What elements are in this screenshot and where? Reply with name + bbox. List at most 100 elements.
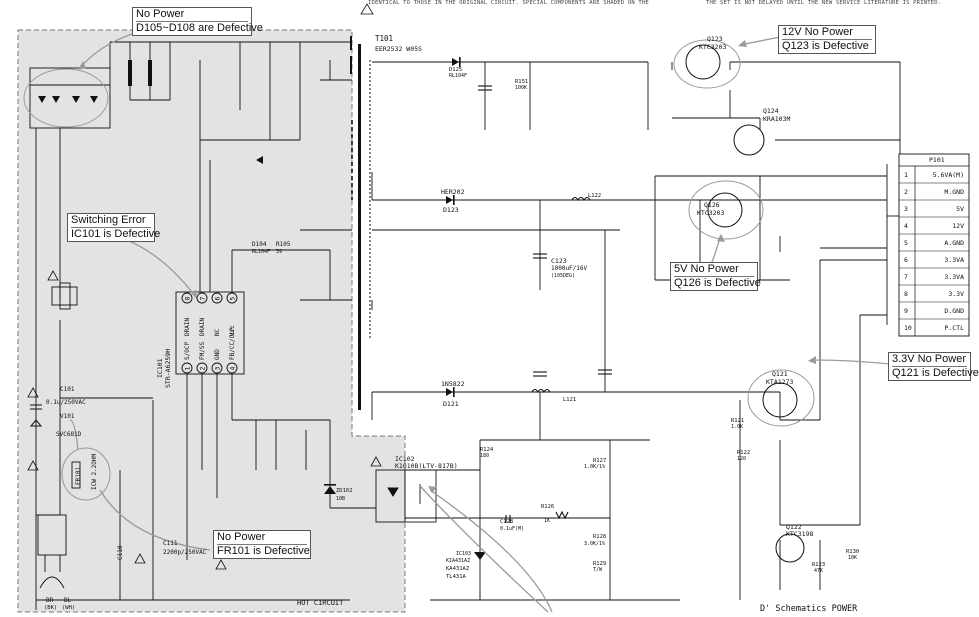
- connector-pin-label: 3.3VA: [944, 273, 964, 281]
- plug-bl: BL: [64, 597, 72, 604]
- transformer-label: T101: [375, 34, 393, 43]
- r128-value: 3.0K/1%: [584, 541, 605, 547]
- ic101-pin-label: FB/CC/OLP: [229, 327, 236, 360]
- transformer-t101: [350, 36, 371, 410]
- ic101-pin-circle: [181, 292, 193, 304]
- r124-label: R124: [480, 447, 494, 453]
- transformer-model: EER2532 W05S: [375, 45, 422, 53]
- connector-pin-number: 1: [904, 171, 908, 179]
- ic101-pin-circle: [211, 292, 223, 304]
- callout-q126-line2: Q126 is Defective: [674, 277, 761, 289]
- ic101-pin-circle: [226, 292, 238, 304]
- connector-pin-number: 3: [904, 205, 908, 213]
- r126-value: 1K: [544, 518, 550, 524]
- secondary-diodes: [256, 57, 461, 494]
- r105-label: R105: [276, 241, 291, 248]
- q126-label: Q126: [704, 201, 720, 209]
- r128-label: R128: [593, 534, 606, 540]
- connector-pin-label: 3.3V: [948, 290, 964, 298]
- header-note-right: THE SET IS NOT DELAYED UNTIL THE NEW SER…: [706, 0, 942, 6]
- callout-q123-line1: 12V No Power: [782, 26, 872, 40]
- q126-circle: [688, 180, 764, 240]
- callout-d105-line2: D105~D108 are Defective: [136, 22, 263, 34]
- v101-label: V101: [60, 413, 75, 420]
- ic101-model: STR-A6259H: [164, 349, 172, 388]
- r127-value: 1.0K/1%: [584, 464, 605, 470]
- c111-label: C111: [163, 540, 178, 547]
- fr101-circle: [61, 447, 111, 501]
- callout-q121-line1: 3.3V No Power: [892, 353, 967, 367]
- connector-pin-number: 4: [904, 222, 908, 230]
- ic101-pin-number: 2: [198, 367, 206, 371]
- transistors: [685, 44, 805, 563]
- ic101-pin-circle: [196, 362, 208, 374]
- component-labels: T101 EER2532 W05S HOT CIRCUIT D' Schemat…: [44, 34, 859, 614]
- r121-value: 1.0K: [731, 424, 743, 430]
- r130-label: R130: [846, 549, 859, 555]
- ic101-pin-circle: [181, 362, 193, 374]
- callout-q126: 5V No Power Q126 is Defective: [670, 262, 761, 291]
- callout-q121-line2: Q121 is Defective: [892, 367, 979, 379]
- fr101-value: ICW 2.2OHM: [91, 453, 98, 490]
- fuse-fr101: [71, 461, 81, 489]
- connector-pin-number: 8: [904, 290, 908, 298]
- ic103-model-1: KIA431AZ: [446, 558, 470, 564]
- r129-value: T/W: [593, 567, 603, 573]
- ic103-model-3: TL431A: [446, 574, 467, 580]
- header-note-left: IDENTICAL TO THOSE IN THE ORIGINAL CIRCU…: [368, 0, 649, 6]
- r126-label: R126: [541, 504, 554, 510]
- ic101-pin-number: 1: [183, 367, 191, 371]
- connector-pin-label: 3.3VA: [944, 256, 964, 264]
- zd102-label: ZD102: [336, 488, 353, 494]
- ic101-pin-circle: [226, 362, 238, 374]
- r151-label: R151: [515, 79, 528, 85]
- ic101-pin-label: GND: [214, 349, 221, 360]
- r151-value: 100K: [515, 85, 527, 91]
- ic101-pin-circle: [211, 362, 223, 374]
- ic101-pins: 8DRAIN7DRAIN6NC5Vcc1S/OCP2FM/SS3GND4FB/C…: [181, 292, 238, 374]
- c101-label: C101: [60, 386, 75, 393]
- power-plug: [37, 514, 67, 589]
- connector-pin-number: 6: [904, 256, 908, 264]
- callout-d105: No Power D105~D108 are Defective: [132, 7, 263, 36]
- ic101-pin-number: 3: [213, 367, 221, 371]
- callout-d105-line1: No Power: [136, 8, 248, 22]
- ic101-label: IC101: [156, 358, 164, 378]
- c123-value: 1000uF/16V: [551, 265, 588, 272]
- d105-circle: [23, 68, 109, 128]
- callout-q126-line1: 5V No Power: [674, 263, 754, 277]
- connector-pin-label: 12V: [952, 222, 964, 230]
- callout-ic101-line1: Switching Error: [71, 214, 151, 228]
- ic101-pin-label: DRAIN: [199, 318, 206, 336]
- r123-label: R123: [812, 562, 825, 568]
- q124-model: KRA103M: [763, 115, 790, 123]
- ic101-pin-label: Vcc: [229, 325, 236, 336]
- q123-model: KTC3203: [699, 43, 726, 51]
- callout-q123-line2: Q123 is Defective: [782, 40, 869, 52]
- ic103-model-2: KA431AZ: [446, 566, 470, 572]
- r127-label: R127: [593, 458, 606, 464]
- r130-value: 10K: [848, 555, 857, 561]
- arrow-heads: [78, 40, 816, 493]
- d104-value: RL104F: [252, 249, 270, 255]
- hot-circuit-label: HOT CIRCUIT: [297, 599, 344, 607]
- r129-label: R129: [593, 561, 606, 567]
- ic101-pin-label: S/OCP: [184, 342, 191, 360]
- c110-label: C110: [117, 545, 124, 560]
- q121-label: Q121: [772, 370, 788, 378]
- callout-ic101-line2: IC101 is Defective: [71, 228, 161, 240]
- callout-ic101: Switching Error IC101 is Defective: [67, 213, 161, 242]
- ic101-pin-number: 5: [228, 297, 236, 301]
- ic101-pin-number: 7: [198, 297, 206, 301]
- c101-v101: [29, 404, 43, 427]
- l121-label: L121: [563, 397, 576, 403]
- connector-pin-label: P.CTL: [944, 324, 964, 332]
- c128-value: 0.1uF(M): [500, 526, 524, 532]
- ic101-pin-label: FM/SS: [199, 342, 206, 360]
- ic101-pin-number: 4: [228, 367, 236, 371]
- ln5822-label: 1N5822: [441, 380, 465, 388]
- d121-label: D121: [443, 400, 459, 408]
- plug-bl-color: (WH): [62, 605, 75, 611]
